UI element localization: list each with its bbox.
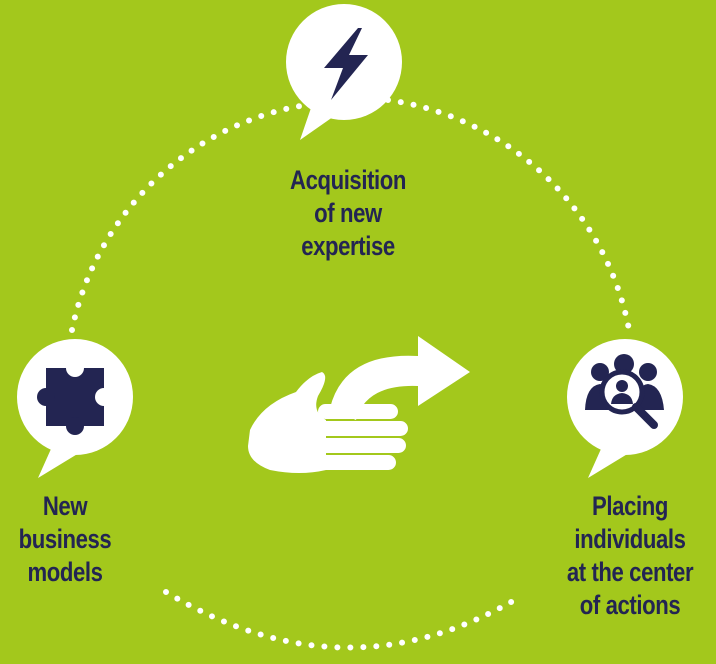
- lightning-bolt-icon: [324, 28, 368, 100]
- label-line: expertise: [301, 231, 395, 261]
- label-line: models: [27, 557, 103, 587]
- arc-left-to-top: [69, 103, 303, 333]
- node-label-placing-individuals: Placing individuals at the center of act…: [540, 490, 716, 622]
- label-line: at the center: [566, 557, 694, 587]
- node-label-acquisition-of-new-expertise: Acquisition of new expertise: [241, 164, 454, 263]
- label-line: of new: [314, 198, 382, 228]
- people-magnifier-icon: [585, 354, 664, 429]
- cycle-dotted-ring: [69, 97, 633, 651]
- node-label-new-business-models: New business models: [0, 490, 151, 589]
- label-line: Acquisition: [289, 165, 407, 195]
- bubble-right: [567, 339, 683, 478]
- label-line: business: [18, 524, 112, 554]
- arc-bottom: [163, 589, 521, 651]
- label-line: Placing: [592, 491, 668, 521]
- label-line: New: [42, 491, 88, 521]
- label-line: individuals: [574, 524, 686, 554]
- puzzle-piece-icon: [37, 359, 113, 435]
- label-line: of actions: [579, 590, 681, 620]
- arc-top-to-right: [385, 97, 633, 338]
- bubble-left: [17, 339, 133, 478]
- hand-with-arrow-icon: [248, 336, 470, 473]
- bubble-top: [286, 4, 402, 140]
